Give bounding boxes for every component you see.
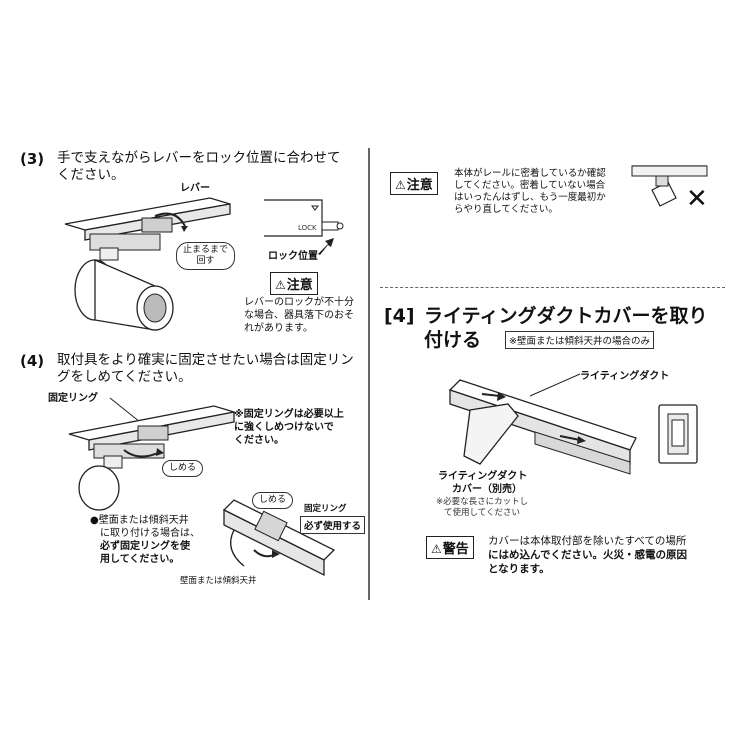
tag-wall-ceiling-only: ※壁面または傾斜天井の場合のみ (505, 331, 654, 349)
caution-label-right: 注意 (406, 178, 433, 193)
label-ring-2: 固定リング (304, 504, 347, 514)
wall-mount-illustration (222, 499, 336, 577)
step3-line1: 手で支えながらレバーをロック位置に合わせて (57, 150, 341, 166)
caution-line3: れがあります。 (244, 323, 313, 334)
bubble-stop-line1: 止まるまで (183, 245, 229, 255)
caution-text-right: 本体がレールに密着しているか確認 してください。密着していない場合 はいったんは… (454, 168, 606, 216)
lock-detail-illustration (264, 199, 344, 237)
label-lock-text: LOCK (298, 224, 317, 232)
bubble-tighten-2: しめる (252, 492, 294, 509)
step3-number: (3) (20, 150, 45, 168)
cut-note-line1: ※必要な長さにカットし (436, 497, 529, 507)
label-cover-line2: カバー（別売） (452, 484, 522, 495)
note-line3: ください。 (234, 435, 284, 446)
caution-box-right: ⚠注意 (390, 172, 438, 195)
section4-title-line2: 付ける (424, 329, 482, 351)
step4-line2: グをしめてください。 (57, 369, 192, 385)
label-ring: 固定リング (48, 393, 98, 404)
right-caution-line4: らやり直してください。 (454, 204, 558, 215)
bubble-stop-line2: 回す (196, 256, 215, 266)
caution-line1: レバーのロックが不十分 (244, 297, 354, 308)
bullet-line4: 用してください。 (100, 554, 180, 565)
section4-title: ライティングダクトカバーを取り 付ける (424, 304, 707, 352)
caution-box-step3: ⚠注意 (270, 272, 318, 295)
warning-triangle-icon: ⚠ (431, 542, 442, 556)
label-cover-line1: ライティングダクト (438, 471, 528, 482)
section4-number: [4] (384, 305, 415, 327)
step3-line2: ください。 (57, 167, 125, 183)
duct-endcap-inset (658, 404, 698, 464)
bubble-tighten: しめる (162, 460, 204, 477)
label-wall-ceiling: 壁面または傾斜天井 (180, 576, 257, 586)
bubble-turn-until-stop: 止まるまで 回す (176, 242, 236, 270)
adapter-body (89, 233, 161, 251)
step3-instruction: 手で支えながらレバーをロック位置に合わせて ください。 (57, 150, 341, 184)
stem (99, 247, 119, 261)
right-caution-line2: してください。密着していない場合 (454, 180, 606, 191)
step4-line1: 取付具をより確実に固定させたい場合は固定リン (57, 352, 354, 368)
warning-line2: にはめ込んでください。火災・感電の原因 (488, 549, 687, 561)
bullet-line2: に取り付ける場合は、 (100, 528, 200, 539)
step4-instruction: 取付具をより確実に固定させたい場合は固定リン グをしめてください。 (57, 352, 354, 386)
incorrect-mount-illustration (631, 165, 708, 207)
bullet-wall-ceiling: ●壁面または傾斜天井 に取り付ける場合は、 必ず固定リングを使 用してください。 (90, 514, 200, 566)
caution-label: 注意 (286, 278, 313, 293)
warning-label: 警告 (442, 542, 469, 557)
lever-part (141, 217, 173, 233)
step4-fixture-illustration (68, 405, 235, 511)
step4-number: (4) (20, 352, 45, 370)
warning-triangle-icon: ⚠ (275, 278, 286, 292)
ring-leader-line (109, 397, 141, 423)
caution-text-step3: レバーのロックが不十分 な場合、器具落下のおそ れがあります。 (244, 296, 354, 335)
section4-title-line1: ライティングダクトカバーを取り (424, 305, 708, 327)
right-caution-line3: はいったんはずし、もう一度最初か (454, 192, 606, 203)
warning-text: カバーは本体取付部を除いたすべての場所 にはめ込んでください。火災・感電の原因 … (488, 534, 687, 576)
lock-arrow (318, 238, 334, 255)
right-caution-line1: 本体がレールに密着しているか確認 (454, 168, 606, 179)
label-cover: ライティングダクト カバー（別売） (438, 470, 527, 496)
step3-fixture-illustration (64, 197, 231, 331)
warning-box: ⚠警告 (426, 536, 474, 559)
incorrect-x-icon: ✕ (686, 184, 708, 214)
cut-note: ※必要な長さにカットし て使用してください (436, 497, 528, 519)
section-divider (380, 287, 725, 289)
caution-line2: な場合、器具落下のおそ (244, 310, 354, 321)
column-divider (368, 148, 370, 600)
label-duct: ライティングダクト (580, 371, 670, 382)
bullet-line3: 必ず固定リングを使 (100, 541, 190, 552)
tag-must-use: 必ず使用する (300, 516, 366, 534)
warning-line1: カバーは本体取付部を除いたすべての場所 (488, 535, 687, 547)
lever-arrow (154, 212, 186, 227)
note-line1: ※固定リングは必要以上 (234, 409, 344, 420)
note-ring-not-overtighten: ※固定リングは必要以上 に強くしめつけないで ください。 (234, 408, 344, 447)
label-lock-position: ロック位置 (268, 251, 318, 262)
note-line2: に強くしめつけないで (234, 422, 334, 433)
cut-note-line2: て使用してください (444, 508, 520, 518)
warning-line3: となります。 (488, 563, 550, 575)
duct-cover-illustration (448, 373, 637, 475)
bullet-line1: ●壁面または傾斜天井 (90, 515, 189, 526)
label-lever: レバー (180, 183, 210, 194)
warning-triangle-icon: ⚠ (395, 178, 406, 192)
